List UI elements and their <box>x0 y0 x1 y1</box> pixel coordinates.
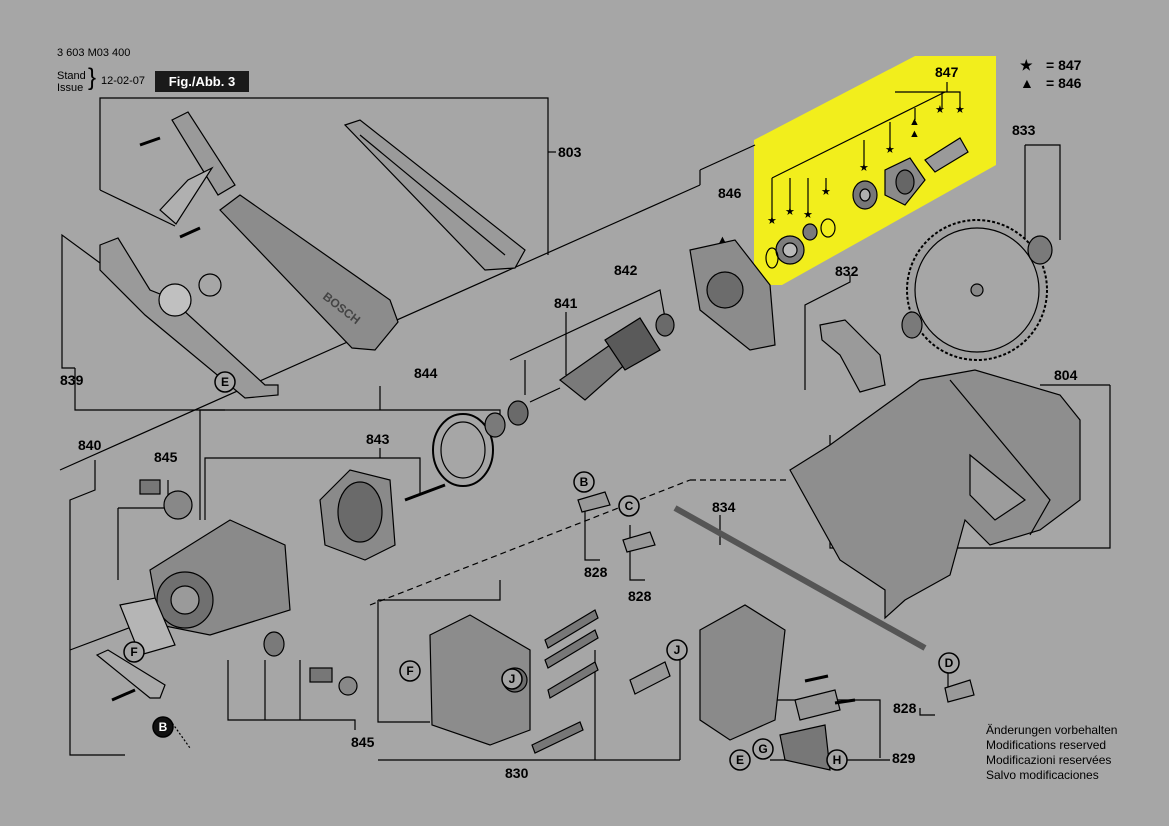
ref-circle-b: B <box>573 471 595 493</box>
label-846: 846 <box>718 185 742 201</box>
stand-label: Stand <box>57 70 86 82</box>
ref-circle-c: C <box>618 495 640 517</box>
note-fr: Modificazioni reservées <box>986 753 1112 767</box>
lower-guard-part <box>789 369 1081 620</box>
svg-text:D: D <box>945 656 954 670</box>
svg-text:F: F <box>406 664 413 678</box>
note-en: Modifications reserved <box>986 738 1107 752</box>
note-de: Änderungen vorbehalten <box>986 723 1118 737</box>
triangle-icon: ▲ <box>1020 75 1034 91</box>
ref-circle-d: D <box>938 652 960 674</box>
label-833: 833 <box>1012 122 1036 138</box>
ref-circle-f-2: F <box>399 660 421 682</box>
issue-date: 12-02-07 <box>101 75 146 87</box>
label-830: 830 <box>505 765 529 781</box>
star-icon: ★ <box>859 162 869 174</box>
label-828-c: 828 <box>628 588 652 604</box>
svg-text:E: E <box>221 375 229 389</box>
bracket-845-lower <box>227 660 356 730</box>
label-845-upper: 845 <box>154 449 178 465</box>
label-834: 834 <box>712 499 736 515</box>
label-842: 842 <box>614 262 638 278</box>
upper-guard-part <box>171 111 236 196</box>
svg-text:B: B <box>580 475 589 489</box>
guard-rail-part <box>343 119 526 271</box>
svg-text:C: C <box>625 499 634 513</box>
label-804: 804 <box>1054 367 1078 383</box>
ref-circle-j-2: J <box>666 639 688 661</box>
svg-text:J: J <box>509 672 516 686</box>
svg-text:J: J <box>674 643 681 657</box>
issue-label: Issue <box>57 82 84 94</box>
star-icon: ★ <box>785 206 795 218</box>
label-845-lower: 845 <box>351 734 375 750</box>
svg-text:B: B <box>159 720 168 734</box>
ref-circle-b-filled: B <box>152 716 174 738</box>
bracket-803 <box>99 97 549 255</box>
fan-baffle-part <box>432 413 494 487</box>
ref-circle-g: G <box>752 738 774 760</box>
bracket-833 <box>1025 144 1061 240</box>
figure-badge: Fig./Abb. 3 <box>155 71 249 92</box>
label-844: 844 <box>414 365 438 381</box>
triangle-icon: ▲ <box>909 116 920 128</box>
ref-circle-f: F <box>123 641 145 663</box>
star-icon: ★ <box>955 104 965 116</box>
legend-846-text: = 846 <box>1046 75 1082 91</box>
svg-text:E: E <box>736 753 744 767</box>
svg-text:H: H <box>833 753 842 767</box>
svg-text:G: G <box>758 742 767 756</box>
label-828-b: 828 <box>584 564 608 580</box>
label-839: 839 <box>60 372 84 388</box>
bracket-832-part <box>819 319 886 393</box>
star-icon: ★ <box>935 104 945 116</box>
bracket-832 <box>804 275 851 390</box>
bracket-830 <box>377 600 430 723</box>
ref-circle-e-2: E <box>729 749 751 771</box>
modification-notes: Änderungen vorbehalten Modifications res… <box>986 723 1117 783</box>
triangle-icon: ▲ <box>717 234 728 246</box>
label-803: 803 <box>558 144 582 160</box>
lever-839-part <box>99 237 279 399</box>
label-841: 841 <box>554 295 578 311</box>
ref-circle-h: H <box>826 749 848 771</box>
doc-number: 3 603 M03 400 <box>57 47 131 59</box>
handle-housing-part <box>219 194 399 351</box>
legend-847-text: = 847 <box>1046 57 1082 73</box>
label-843: 843 <box>366 431 390 447</box>
legend-847: ★ = 847 <box>1020 57 1081 74</box>
plate-830-part <box>429 614 531 746</box>
brace-icon: } <box>88 64 97 91</box>
ref-circle-j: J <box>501 668 523 690</box>
legend-846: ▲ = 846 <box>1020 75 1081 91</box>
label-829: 829 <box>892 750 916 766</box>
label-840: 840 <box>78 437 102 453</box>
svg-text:F: F <box>130 645 137 659</box>
rod-834-part <box>673 505 927 651</box>
bracket-841 <box>509 289 666 361</box>
star-icon: ★ <box>767 215 777 227</box>
label-832: 832 <box>835 263 859 279</box>
star-icon: ★ <box>803 209 813 221</box>
star-icon: ★ <box>821 186 831 198</box>
ref-circle-e: E <box>214 371 236 393</box>
label-828-d: 828 <box>893 700 917 716</box>
spindle-part <box>924 137 969 173</box>
bracket-843 <box>204 457 421 520</box>
triangle-icon: ▲ <box>909 128 920 140</box>
star-icon: ★ <box>885 144 895 156</box>
star-icon: ★ <box>1020 57 1033 73</box>
label-847: 847 <box>935 64 959 80</box>
housing-829-part <box>699 604 786 741</box>
note-es: Salvo modificaciones <box>986 768 1099 782</box>
bracket-840 <box>69 460 125 756</box>
